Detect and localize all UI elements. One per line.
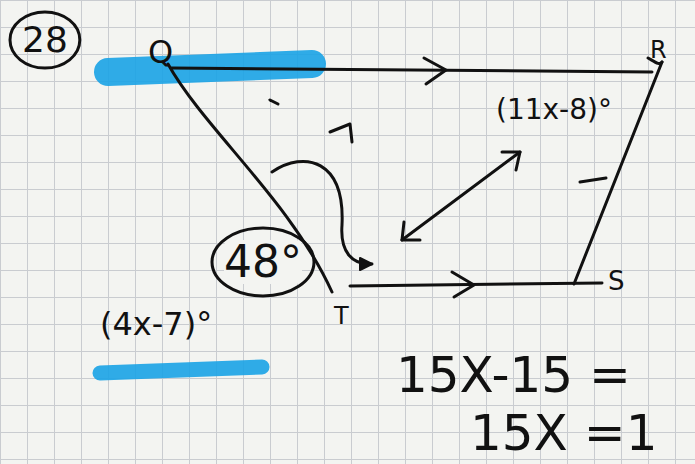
- bracket-mark: [330, 124, 352, 142]
- tick-mark: [580, 178, 606, 182]
- arrow-head: [502, 152, 520, 170]
- handwritten-number: 48°: [224, 240, 302, 284]
- point-label: S: [608, 268, 625, 294]
- circle-outline: [212, 228, 314, 296]
- problem-number: 28: [8, 10, 82, 70]
- double-arrow: [402, 152, 520, 240]
- pen-mark: [270, 100, 278, 104]
- angle-circle: 48°: [210, 226, 316, 298]
- angle-expression: (11x-8)°: [496, 96, 612, 124]
- equation-line: 15X =1: [470, 408, 657, 458]
- arrow-head: [360, 258, 372, 270]
- parallel-arrow: [424, 58, 446, 84]
- handwritten-number: 28: [22, 22, 68, 58]
- transversal-line: [168, 64, 332, 292]
- point-label: R: [650, 38, 667, 62]
- highlight-mark: [100, 367, 262, 373]
- angle-expression: (4x-7)°: [100, 308, 212, 340]
- parallel-arrow: [452, 272, 474, 297]
- parallel-line: [172, 68, 652, 72]
- point-label: Q: [148, 36, 173, 68]
- parallel-line: [350, 283, 602, 286]
- circle-outline: [10, 12, 80, 68]
- point-label: T: [334, 304, 349, 328]
- equation-line: 15X-15 =: [396, 350, 631, 400]
- arrow-head: [402, 222, 420, 240]
